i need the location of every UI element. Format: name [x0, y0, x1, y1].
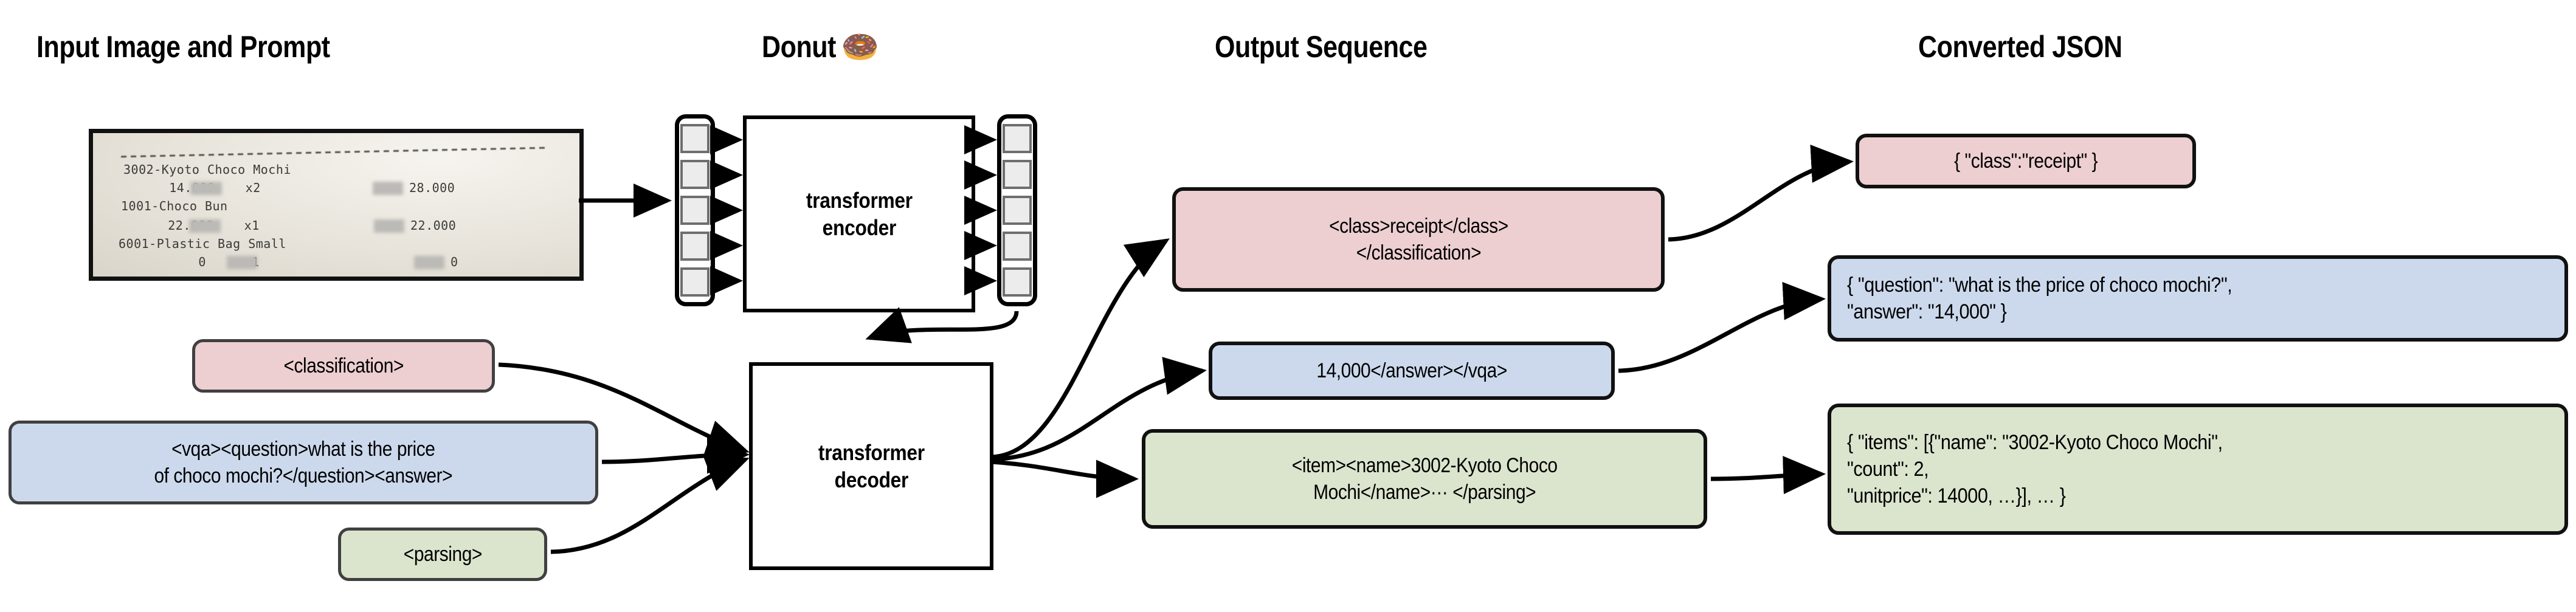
receipt-line-3: 1001-Choco Bun [121, 199, 228, 213]
receipt-image: 3002-Kyoto Choco Mochi 14.000 x2 1001-Ch… [89, 129, 584, 281]
receipt-line-1: 3002-Kyoto Choco Mochi [123, 162, 291, 177]
output-classification[interactable]: <class>receipt</class> </classification> [1172, 187, 1665, 292]
encoder-input-token-strip [675, 114, 715, 306]
token-box [680, 124, 710, 153]
wire-output-to-json-vqa [1618, 281, 1826, 373]
redaction-block-6 [414, 256, 444, 269]
prompt-parsing[interactable]: <parsing> [338, 528, 547, 581]
transformer-decoder-label: transformer decoder [818, 440, 925, 492]
token-box [1003, 232, 1032, 261]
wire-encoder-to-decoder [865, 307, 1019, 343]
transformer-encoder-label: transformer encoder [806, 188, 913, 240]
output-parsing[interactable]: <item><name>3002-Kyoto Choco Mochi</name… [1142, 429, 1707, 529]
wire-output-to-json-parsing [1710, 456, 1826, 495]
wire-output-to-json-classification [1668, 144, 1854, 242]
token-box [1003, 267, 1032, 297]
column-title-output: Output Sequence [1215, 30, 1428, 64]
transformer-decoder-block: transformer decoder [749, 362, 993, 570]
redaction-block-1 [190, 182, 222, 195]
redaction-block-2 [189, 219, 221, 233]
column-title-model-text: Donut [762, 30, 837, 64]
output-parsing-label: <item><name>3002-Kyoto Choco Mochi</name… [1291, 453, 1558, 504]
transformer-encoder-block: transformer encoder [743, 115, 975, 312]
wire-vqa-to-decoder [601, 435, 750, 474]
prompt-vqa[interactable]: <vqa><question>what is the price of choc… [9, 421, 598, 504]
encoder-output-token-strip [997, 114, 1037, 306]
token-box [680, 196, 710, 225]
json-vqa[interactable]: { "question": "what is the price of choc… [1828, 255, 2568, 342]
output-vqa-label: 14,000</answer></vqa> [1316, 359, 1507, 382]
redaction-block-5 [374, 219, 404, 233]
wire-decoder-to-output-parsing [990, 459, 1139, 498]
token-box [680, 232, 710, 261]
token-box [680, 160, 710, 189]
prompt-classification[interactable]: <classification> [192, 339, 495, 393]
receipt-total-3: 0 [451, 255, 458, 269]
redaction-block-4 [373, 182, 403, 195]
prompt-classification-label: <classification> [283, 354, 404, 377]
column-title-input: Input Image and Prompt [36, 30, 330, 64]
receipt-total-2: 22.000 [410, 218, 457, 233]
receipt-line-5: 6001-Plastic Bag Small [119, 236, 286, 251]
json-vqa-label: { "question": "what is the price of choc… [1847, 273, 2232, 323]
redaction-block-3 [227, 256, 257, 269]
json-classification-label: { "class":"receipt" } [1953, 149, 2098, 173]
column-title-json: Converted JSON [1918, 30, 2122, 64]
token-box [1003, 124, 1032, 153]
json-classification[interactable]: { "class":"receipt" } [1856, 134, 2196, 188]
token-box [1003, 160, 1032, 189]
column-title-model: Donut🍩 [762, 29, 879, 65]
token-box [680, 267, 710, 297]
token-box [1003, 196, 1032, 225]
json-parsing[interactable]: { "items": [{"name": "3002-Kyoto Choco M… [1828, 404, 2568, 535]
receipt-total-1: 28.000 [409, 181, 455, 195]
output-vqa[interactable]: 14,000</answer></vqa> [1209, 342, 1615, 400]
donut-emoji-icon: 🍩 [841, 30, 879, 64]
output-classification-label: <class>receipt</class> </classification> [1328, 214, 1508, 264]
prompt-vqa-label: <vqa><question>what is the price of choc… [154, 437, 453, 487]
prompt-parsing-label: <parsing> [403, 542, 482, 566]
json-parsing-label: { "items": [{"name": "3002-Kyoto Choco M… [1847, 430, 2223, 508]
